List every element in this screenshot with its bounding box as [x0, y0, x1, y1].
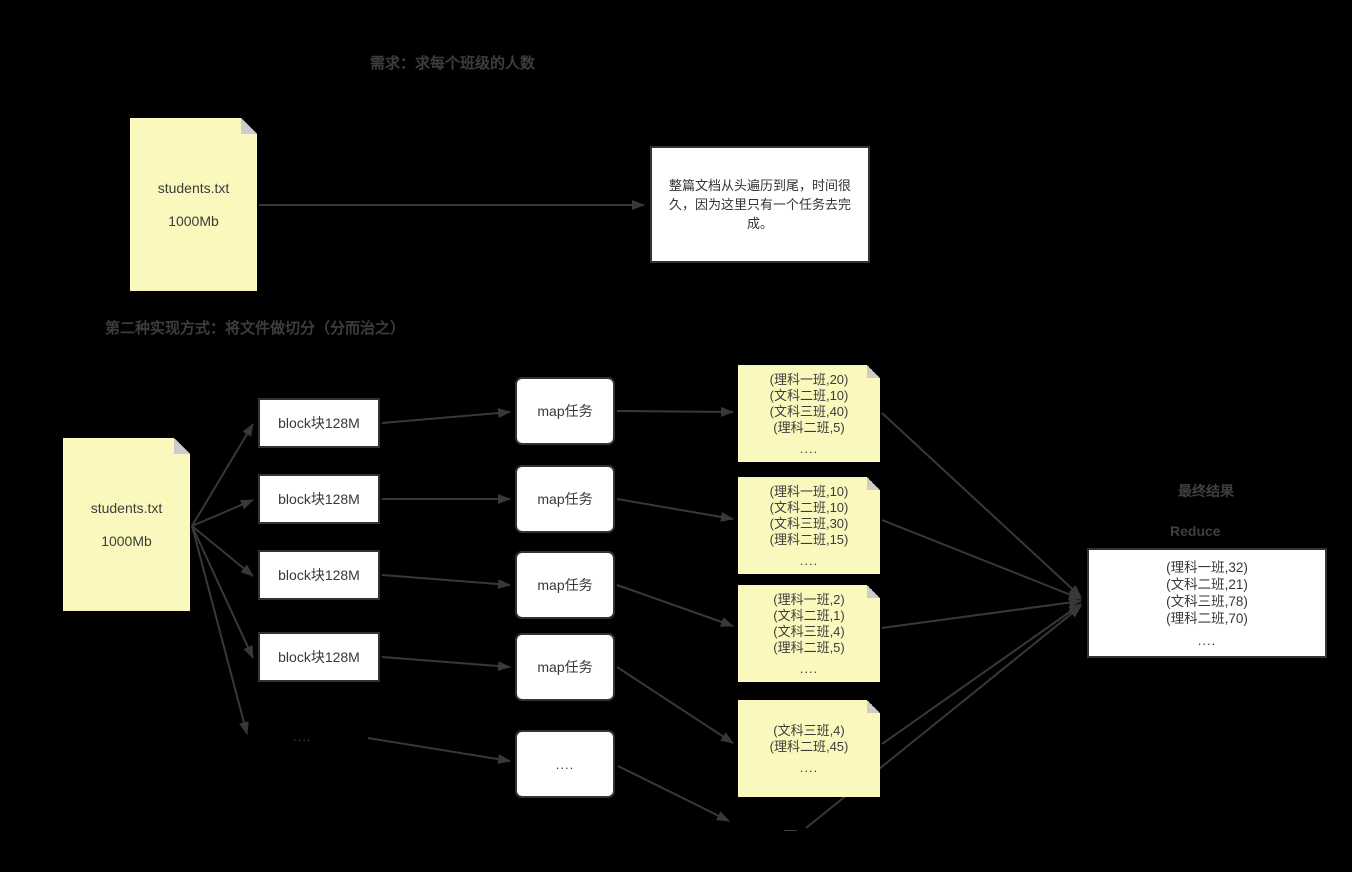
map-task-label: map任务 — [537, 403, 593, 419]
kv-pair: (理科一班,2) — [773, 591, 845, 607]
reduce-result-box: (理科一班,32) (文科二班,21) (文科三班,78) (理科二班,70) … — [1087, 548, 1327, 658]
map-output-note-2: (理科一班,10) (文科二班,10) (文科三班,30) (理科二班,15) … — [738, 477, 880, 574]
map-task-label: map任务 — [537, 577, 593, 593]
kv-pair: (理科二班,5) — [773, 419, 845, 435]
ellipsis: .... — [799, 440, 819, 456]
source-file-note-2: students.txt 1000Mb — [63, 438, 190, 611]
arrow-output2-to-reduce — [881, 519, 1082, 600]
arrow-mapbox-to-dash — [617, 765, 730, 822]
map-output-note-3: (理科一班,2) (文科二班,1) (文科三班,4) (理科二班,5) .... — [738, 585, 880, 682]
arrow-map1-to-output1 — [616, 406, 734, 417]
kv-pair: (理科二班,5) — [773, 639, 845, 655]
kv-pair: (理科一班,10) — [769, 483, 849, 499]
kv-pair: (文科三班,40) — [769, 403, 849, 419]
arrow-source2-to-block-1 — [191, 423, 254, 527]
source-file-note-1: students.txt 1000Mb — [130, 118, 257, 291]
map-task-label: map任务 — [537, 491, 593, 507]
block-node-3: block块128M — [258, 550, 380, 600]
ellipsis: .... — [799, 759, 819, 775]
block-node-2: block块128M — [258, 474, 380, 524]
arrow-map2-to-output2 — [616, 498, 734, 522]
arrow-output1-to-reduce — [881, 412, 1082, 598]
kv-pair: (理科一班,20) — [769, 371, 849, 387]
block-label: block块128M — [278, 567, 360, 583]
arrow-source2-to-block-2 — [191, 499, 254, 527]
map-task-node-2: map任务 — [515, 465, 615, 533]
file-name: students.txt — [90, 500, 163, 516]
kv-pair: (文科二班,10) — [769, 499, 849, 515]
comment-text: 整篇文档从头遍历到尾，时间很久，因为这里只有一个任务去完成。 — [668, 178, 851, 231]
map-task-node-4: map任务 — [515, 633, 615, 701]
block-label: block块128M — [278, 649, 360, 665]
map-output-note-4: (文科三班,4) (理科二班,45) .... — [738, 700, 880, 797]
map-task-node-3: map任务 — [515, 551, 615, 619]
arrow-source2-to-ellipsis — [191, 525, 249, 735]
file-size: 1000Mb — [168, 213, 219, 229]
arrow-block4-to-map4 — [381, 656, 511, 672]
map-task-label: map任务 — [537, 659, 593, 675]
final-result-label: 最终结果 — [1178, 483, 1234, 499]
arrow-ellipsis-to-mapbox — [367, 737, 511, 765]
block-node-4: block块128M — [258, 632, 380, 682]
map-task-ellipsis-node: .... — [515, 730, 615, 798]
arrow-map4-to-output4 — [616, 666, 734, 744]
bottom-ellipsis-dash: — — [784, 822, 798, 837]
map-ellipsis-label: .... — [555, 756, 575, 772]
kv-pair: (文科三班,4) — [773, 722, 845, 738]
arrow-block1-to-map1 — [381, 408, 511, 424]
map-output-note-1: (理科一班,20) (文科二班,10) (文科三班,40) (理科二班,5) .… — [738, 365, 880, 462]
block-node-1: block块128M — [258, 398, 380, 448]
kv-pair: (理科二班,70) — [1166, 610, 1248, 626]
kv-pair: (文科三班,4) — [773, 623, 845, 639]
block-label: block块128M — [278, 491, 360, 507]
kv-pair: (文科三班,30) — [769, 515, 849, 531]
comment-box: 整篇文档从头遍历到尾，时间很久，因为这里只有一个任务去完成。 — [650, 146, 870, 263]
section2-title: 第二种实现方式：将文件做切分（分而治之） — [105, 320, 406, 337]
arrow-output4-to-reduce — [881, 603, 1082, 745]
map-task-node-1: map任务 — [515, 377, 615, 445]
blocks-ellipsis: .... — [293, 729, 312, 744]
ellipsis: .... — [799, 552, 819, 568]
arrow-output3-to-reduce — [881, 597, 1082, 629]
arrow-block3-to-map3 — [381, 574, 511, 590]
reduce-label: Reduce — [1170, 523, 1221, 539]
section1-title: 需求：求每个班级的人数 — [370, 55, 536, 72]
kv-pair: (文科三班,78) — [1166, 593, 1248, 609]
kv-pair: (理科一班,32) — [1166, 559, 1248, 575]
arrow-map3-to-output3 — [616, 584, 734, 627]
file-name: students.txt — [157, 180, 230, 196]
kv-pair: (理科二班,45) — [769, 738, 849, 754]
kv-pair: (文科二班,10) — [769, 387, 849, 403]
ellipsis: .... — [1197, 632, 1217, 648]
kv-pair: (文科二班,1) — [773, 607, 845, 623]
block-label: block块128M — [278, 415, 360, 431]
arrow-source2-to-block-4 — [191, 525, 254, 659]
arrow-source2-to-block-3 — [191, 525, 254, 577]
kv-pair: (文科二班,21) — [1166, 576, 1248, 592]
file-size: 1000Mb — [101, 533, 152, 549]
kv-pair: (理科二班,15) — [769, 531, 849, 547]
ellipsis: .... — [799, 660, 819, 676]
